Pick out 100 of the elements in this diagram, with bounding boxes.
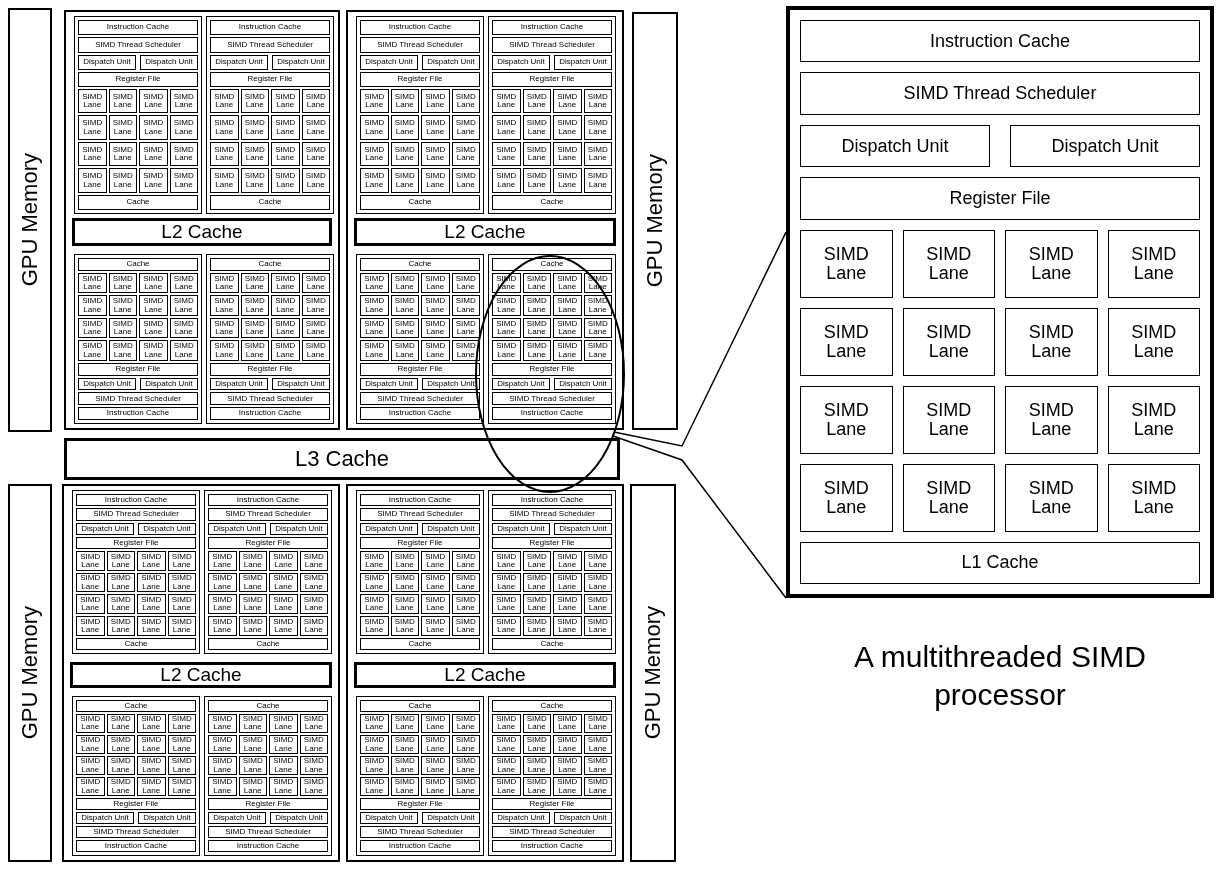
register-file-box: Register File — [800, 177, 1200, 220]
simd-lane-box: SIMD Lane — [108, 272, 137, 294]
simd-lane-box: SIMD Lane — [390, 756, 419, 776]
cache-box: Cache — [210, 194, 330, 210]
simd-lane-box: SIMD Lane — [139, 317, 168, 339]
simd-lane-box: SIMD Lane — [301, 115, 330, 140]
simd-lane-box: SIMD Lane — [492, 713, 521, 734]
dispatch-unit-box: Dispatch Unit — [208, 522, 266, 535]
simd-processor-block — [204, 490, 332, 654]
instruction-cache-box: Instruction Cache — [360, 20, 480, 36]
simd-lane-box: SIMD Lane — [169, 272, 198, 294]
register-file-box: Register File — [360, 798, 480, 811]
simd-lane-box: SIMD Lane — [390, 572, 419, 593]
quadrant-frame — [62, 484, 340, 862]
simd-lane-box: SIMD Lane — [553, 756, 582, 776]
dispatch-unit-box: Dispatch Unit — [360, 812, 418, 825]
register-file-box: Register File — [360, 536, 480, 550]
simd-lane-box: SIMD Lane — [210, 168, 239, 193]
simd-lane-box: SIMD Lane — [902, 385, 995, 454]
simd-lane-box: SIMD Lane — [108, 168, 137, 193]
simd-lane-box: SIMD Lane — [583, 756, 612, 776]
simd-lane-box: SIMD Lane — [269, 713, 298, 734]
simd-lane-box: SIMD Lane — [390, 616, 419, 636]
simd-lane-box: SIMD Lane — [108, 89, 137, 114]
simd-lane-box: SIMD Lane — [210, 89, 239, 114]
instruction-cache-box: Instruction Cache — [78, 407, 198, 420]
dispatch-unit-box: Dispatch Unit — [492, 377, 550, 391]
cache-box: Cache — [208, 700, 328, 712]
dispatch-unit-box: Dispatch Unit — [208, 812, 266, 825]
scheduler-box: SIMD Thread Scheduler — [360, 37, 480, 53]
simd-lane-box: SIMD Lane — [208, 594, 237, 615]
simd-lane-box: SIMD Lane — [553, 295, 582, 316]
simd-lane-box: SIMD Lane — [210, 272, 239, 294]
register-file-box: Register File — [492, 71, 612, 88]
magnifier-ellipse — [475, 255, 625, 493]
simd-lane-box: SIMD Lane — [78, 317, 107, 339]
simd-lane-box: SIMD Lane — [1005, 385, 1098, 454]
dispatch-unit-box: Dispatch Unit — [1010, 124, 1200, 168]
instruction-cache-box: Instruction Cache — [800, 20, 1200, 63]
zoomed-processor-panel — [786, 6, 1214, 598]
gpu-memory-block: GPU Memory — [630, 484, 676, 862]
simd-lane-box: SIMD Lane — [269, 756, 298, 776]
simd-lane-box: SIMD Lane — [76, 713, 105, 734]
simd-lane-box: SIMD Lane — [299, 551, 328, 571]
simd-lane-box: SIMD Lane — [451, 713, 480, 734]
dispatch-unit-box: Dispatch Unit — [492, 522, 550, 535]
simd-lane-box: SIMD Lane — [522, 340, 551, 361]
simd-lane-box: SIMD Lane — [492, 89, 521, 114]
simd-lane-box: SIMD Lane — [553, 594, 582, 615]
scheduler-box: SIMD Thread Scheduler — [76, 508, 196, 521]
simd-lane-box: SIMD Lane — [269, 572, 298, 593]
simd-lane-box: SIMD Lane — [299, 756, 328, 776]
dispatch-unit-box: Dispatch Unit — [140, 54, 198, 70]
simd-lane-box: SIMD Lane — [269, 735, 298, 755]
simd-lane-box: SIMD Lane — [137, 777, 166, 797]
simd-lane-box: SIMD Lane — [301, 141, 330, 167]
simd-lane-box: SIMD Lane — [271, 168, 300, 193]
gpu-memory-block: GPU Memory — [8, 484, 52, 862]
simd-lane-box: SIMD Lane — [421, 168, 450, 193]
dispatch-unit-box: Dispatch Unit — [492, 54, 550, 70]
simd-lane-box: SIMD Lane — [1107, 385, 1200, 454]
cache-box: Cache — [210, 258, 330, 271]
register-file-box: Register File — [78, 362, 198, 376]
simd-lane-box: SIMD Lane — [167, 616, 196, 636]
simd-lane-box: SIMD Lane — [360, 89, 389, 114]
simd-lane-box: SIMD Lane — [522, 141, 551, 167]
simd-lane-box: SIMD Lane — [421, 551, 450, 571]
scheduler-box: SIMD Thread Scheduler — [360, 826, 480, 839]
register-file-box: Register File — [208, 536, 328, 550]
quadrant-frame — [346, 10, 624, 430]
l2-cache-bar: L2 Cache — [354, 662, 616, 688]
simd-lane-box: SIMD Lane — [240, 89, 269, 114]
simd-lane-box: SIMD Lane — [492, 115, 521, 140]
dispatch-unit-box: Dispatch Unit — [78, 377, 136, 391]
simd-lane-box: SIMD Lane — [208, 616, 237, 636]
simd-lane-box: SIMD Lane — [553, 89, 582, 114]
dispatch-unit-box: Dispatch Unit — [422, 54, 480, 70]
simd-lane-box: SIMD Lane — [301, 272, 330, 294]
simd-lane-box: SIMD Lane — [360, 551, 389, 571]
simd-lane-box: SIMD Lane — [139, 141, 168, 167]
simd-lane-box: SIMD Lane — [137, 735, 166, 755]
simd-lane-box: SIMD Lane — [583, 115, 612, 140]
simd-lane-box: SIMD Lane — [108, 340, 137, 361]
zoom-line — [613, 231, 787, 447]
simd-lane-box: SIMD Lane — [360, 756, 389, 776]
dispatch-unit-box: Dispatch Unit — [360, 522, 418, 535]
simd-lane-box: SIMD Lane — [360, 616, 389, 636]
instruction-cache-box: Instruction Cache — [76, 494, 196, 507]
simd-lane-box: SIMD Lane — [139, 295, 168, 316]
simd-lane-box: SIMD Lane — [299, 594, 328, 615]
simd-lane-box: SIMD Lane — [421, 713, 450, 734]
simd-lane-box: SIMD Lane — [522, 756, 551, 776]
dispatch-unit-box: Dispatch Unit — [140, 377, 198, 391]
simd-lane-box: SIMD Lane — [271, 317, 300, 339]
simd-lane-box: SIMD Lane — [583, 168, 612, 193]
simd-lane-box: SIMD Lane — [360, 141, 389, 167]
simd-lane-box: SIMD Lane — [583, 616, 612, 636]
simd-lane-box: SIMD Lane — [210, 340, 239, 361]
simd-lane-box: SIMD Lane — [522, 89, 551, 114]
simd-lane-box: SIMD Lane — [492, 168, 521, 193]
